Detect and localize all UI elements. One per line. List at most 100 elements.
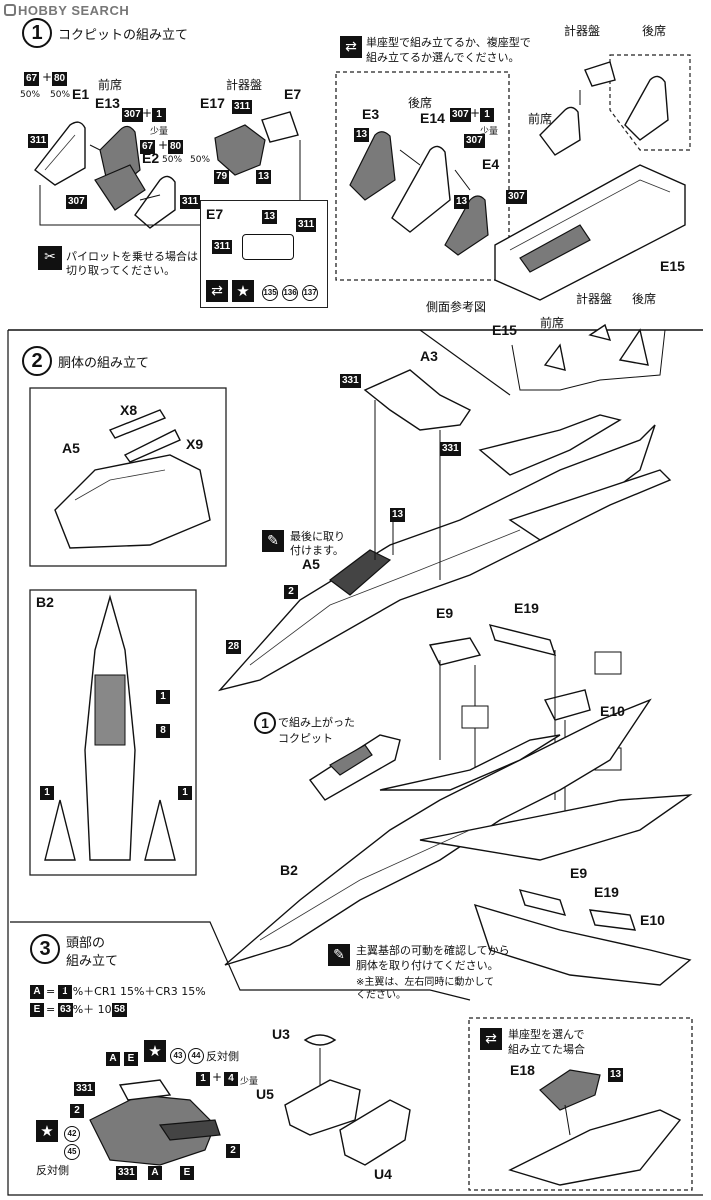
part-caption: 計器盤 (226, 78, 263, 92)
note-line: 組み立てるか選んでください。 (366, 51, 520, 64)
decal-number: 136 (282, 285, 298, 301)
color-code: 331 (440, 442, 461, 456)
small-amount: 少量 (480, 127, 499, 137)
cut-icon: ✂ (38, 246, 62, 270)
color-label: E (30, 1003, 44, 1017)
color-code: 307 (122, 108, 143, 122)
part-label: A3 (420, 348, 438, 364)
color-code: 13 (454, 195, 470, 209)
decal-number: 44 (188, 1048, 204, 1064)
color-code: 8 (156, 724, 170, 738)
part-label: E17 (200, 95, 225, 111)
part-label: A5 (302, 556, 320, 572)
swap-arrows-icon: ⇄ (206, 280, 228, 302)
color-label: A (148, 1166, 162, 1180)
ratio: 50% (50, 90, 71, 100)
color-code: 331 (340, 374, 361, 388)
color-code: 80 (168, 140, 184, 154)
single-seat-note: 単座型を選んで (508, 1028, 585, 1041)
wing-note: 主翼基部の可動を確認してから (356, 944, 510, 957)
opposite-side: 反対側 (206, 1050, 239, 1063)
part-label: U4 (374, 1166, 392, 1182)
part-label: E10 (600, 703, 625, 719)
color-label: E (180, 1166, 194, 1180)
color-code: 2 (284, 585, 298, 599)
part-caption: 前席 (540, 316, 565, 330)
color-code: 311 (296, 218, 317, 232)
color-code: 13 (390, 508, 406, 522)
e7-part-shape (242, 234, 294, 260)
color-code: 80 (52, 72, 68, 86)
color-label: E (124, 1052, 138, 1066)
decal-number: 42 (64, 1126, 80, 1142)
decal-number: 137 (302, 285, 318, 301)
part-label: E9 (570, 865, 588, 881)
ratio: 50% (20, 90, 41, 100)
attach-note: 最後に取り (290, 530, 345, 543)
part-label: E19 (594, 884, 619, 900)
part-caption: 計器盤 (576, 292, 613, 306)
step-number-badge: 2 (22, 346, 52, 376)
part-caption: 計器盤 (564, 24, 601, 38)
plus-sign: + (212, 1070, 223, 1084)
color-code: 307 (450, 108, 471, 122)
plus-sign: + (142, 106, 153, 120)
brush-icon: ✎ (328, 944, 350, 966)
color-code: 311 (212, 240, 233, 254)
part-label: E19 (514, 600, 539, 616)
color-code: 307 (464, 134, 485, 148)
part-label: E15 (492, 322, 517, 338)
color-code: 13 (262, 210, 278, 224)
part-label: B2 (280, 862, 298, 878)
part-label: X9 (186, 436, 204, 452)
wing-note: 胴体を取り付けてください。 (356, 959, 499, 972)
part-label: E1 (72, 86, 90, 102)
part-label: E9 (436, 605, 454, 621)
color-code: 79 (214, 170, 230, 184)
color-label: A (106, 1052, 120, 1066)
cockpit-ref: コクピット (278, 732, 333, 745)
part-label: A5 (62, 440, 80, 456)
color-code: 1 (58, 985, 72, 999)
star-icon: ★ (36, 1120, 58, 1142)
part-label: E13 (95, 95, 120, 111)
star-icon: ★ (232, 280, 254, 302)
side-reference-title: 側面参考図 (426, 300, 487, 314)
part-label: E7 (206, 206, 224, 222)
color-code: 311 (28, 134, 49, 148)
swap-arrows-icon: ⇄ (340, 36, 362, 58)
color-code: 307 (506, 190, 527, 204)
part-label: U3 (272, 1026, 290, 1042)
color-mix-formula: = 70%＋CR1 15%＋CR3 15% (46, 985, 206, 998)
part-label: U5 (256, 1086, 274, 1102)
color-code: 2 (70, 1104, 84, 1118)
part-label: E3 (362, 106, 380, 122)
color-code: 4 (224, 1072, 238, 1086)
ratio: 50% (190, 155, 211, 165)
color-code: 307 (66, 195, 87, 209)
part-caption: 後席 (642, 24, 667, 38)
part-label: B2 (36, 594, 54, 610)
plus-sign: + (158, 138, 169, 152)
color-code: 67 (24, 72, 40, 86)
pilot-note: パイロットを乗せる場合は (66, 250, 198, 263)
wing-note: ※主翼は、左右同時に動かしてください。 (356, 977, 495, 1001)
color-code: 13 (256, 170, 272, 184)
small-amount: 少量 (240, 1077, 259, 1087)
color-code: 331 (74, 1082, 95, 1096)
step-title: 組み立て (66, 954, 119, 969)
cockpit-ref: で組み上がった (278, 716, 355, 729)
watermark: HOBBY SEARCH (4, 3, 129, 18)
attach-note: 付けます。 (290, 544, 344, 557)
color-code: 28 (226, 640, 242, 654)
color-label: A (30, 985, 44, 999)
color-code: 58 (112, 1003, 128, 1017)
step-title: 胴体の組み立て (58, 356, 150, 371)
part-label: E7 (284, 86, 302, 102)
color-code: 1 (196, 1072, 210, 1086)
color-code: 67 (140, 140, 156, 154)
part-label: E2 (142, 150, 160, 166)
plus-sign: + (42, 70, 53, 84)
ratio: 50% (162, 155, 183, 165)
